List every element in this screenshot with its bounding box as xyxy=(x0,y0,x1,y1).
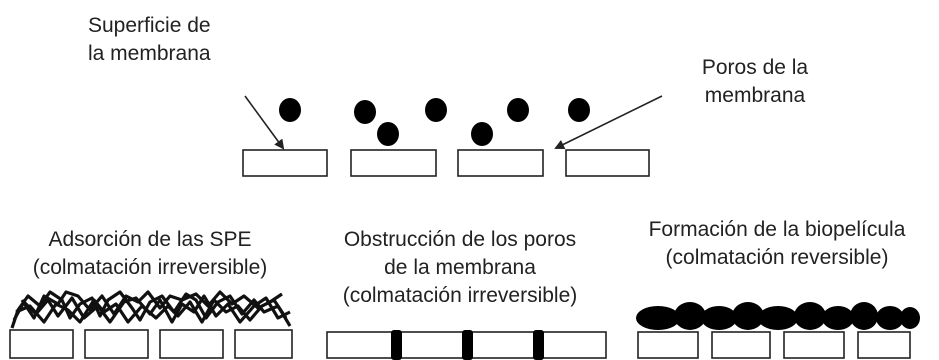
membrane-segment xyxy=(470,331,536,359)
particle xyxy=(377,122,399,146)
pore-plug xyxy=(391,330,402,360)
biofilm-cell xyxy=(876,306,904,330)
particle xyxy=(425,98,447,122)
adsorption-title-line1: Adsorción de las SPE xyxy=(48,228,252,251)
top-membrane xyxy=(242,149,650,177)
membrane-segment xyxy=(242,149,328,177)
biofilm-cell xyxy=(732,302,764,330)
membrane-surface-label-line2: la membrana xyxy=(88,42,211,65)
membrane-segment xyxy=(457,149,544,177)
membrane-segment xyxy=(541,331,607,359)
biofilm-cell xyxy=(794,302,826,330)
biofilm-membrane xyxy=(637,331,911,359)
surface-arrow xyxy=(244,95,285,150)
biofilm-cell xyxy=(636,306,680,330)
pore-plugs xyxy=(391,330,544,360)
pore-plug xyxy=(462,330,473,360)
adsorption-title: Adsorción de las SPE (colmatación irreve… xyxy=(0,226,300,282)
biofilm-title-line1: Formación de la biopelícula xyxy=(648,218,906,241)
pore-blocking-title-line1: Obstrucción de los poros xyxy=(343,228,577,251)
membrane-segment xyxy=(711,331,771,359)
membrane-segment xyxy=(565,149,650,177)
membrane-segment xyxy=(326,331,394,359)
membrane-pores-label: Poros de la membrana xyxy=(665,54,845,110)
biofilm-cell xyxy=(850,302,878,330)
pore-blocking-panel xyxy=(326,330,607,360)
adsorption-title-line2: (colmatación irreversible) xyxy=(32,256,268,279)
membrane-segment xyxy=(637,331,699,359)
membrane-surface-label: Superficie de la membrana xyxy=(88,12,288,68)
particle xyxy=(568,98,590,122)
biofilm-title-line2: (colmatación reversible) xyxy=(665,246,889,269)
membrane-segment xyxy=(84,329,149,359)
biofilm-title: Formación de la biopelícula (colmatación… xyxy=(618,216,936,272)
membrane-segment xyxy=(783,331,845,359)
particle xyxy=(279,98,301,122)
membrane-surface-label-line1: Superficie de xyxy=(88,14,211,37)
membrane-pores-label-line1: Poros de la xyxy=(701,56,809,79)
biofilm-panel xyxy=(636,302,920,359)
membrane-segment xyxy=(350,149,437,177)
particle xyxy=(471,122,493,146)
membrane-segment xyxy=(399,331,465,359)
adsorption-panel xyxy=(9,290,293,359)
biofilm-cell xyxy=(701,306,737,330)
membrane-segment xyxy=(9,329,74,359)
particle xyxy=(507,98,529,122)
biofilm-cell xyxy=(674,302,706,330)
particle xyxy=(354,100,376,124)
membrane-segment xyxy=(857,331,911,359)
membrane-segment xyxy=(159,329,224,359)
biofilm-cell xyxy=(822,306,854,330)
pore-blocking-title: Obstrucción de los poros de la membrana … xyxy=(310,226,610,310)
adsorption-membrane xyxy=(9,329,293,359)
biofilm-cell xyxy=(900,307,920,329)
membrane-pores-label-line2: membrana xyxy=(704,84,806,107)
pore-plug xyxy=(533,330,544,360)
pore-blocking-title-line3: (colmatación irreversible) xyxy=(342,284,578,307)
pore-blocking-title-line2: de la membrana xyxy=(384,256,536,279)
particles xyxy=(279,98,590,146)
biofilm-cell xyxy=(758,306,798,330)
adsorbed-polymer-layer xyxy=(10,290,292,329)
membrane-segment xyxy=(234,329,293,359)
pores-arrow xyxy=(554,95,663,149)
biofilm-layer xyxy=(636,302,920,330)
